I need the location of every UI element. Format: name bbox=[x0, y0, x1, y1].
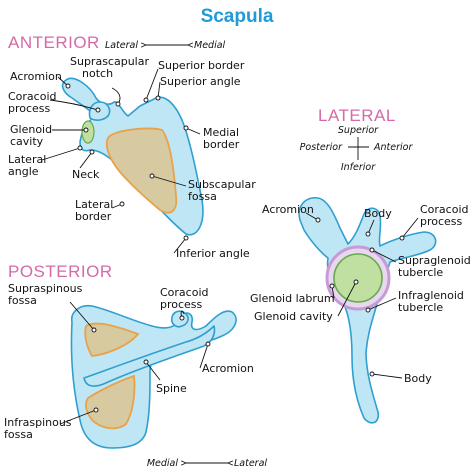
posterior-label-acromion: Acromion bbox=[202, 362, 254, 375]
anterior-label-superior-angle: Superior angle bbox=[160, 75, 241, 88]
anterior-label-glenoid-cavity: Glenoid cavity bbox=[10, 123, 56, 148]
lateral-orientation-posterior: Posterior bbox=[300, 142, 343, 153]
posterior-orientation-medial: Medial bbox=[147, 458, 179, 469]
lateral-leaders bbox=[305, 212, 419, 379]
anterior-orientation-lateral: Lateral bbox=[105, 40, 138, 51]
anterior-label-lateral-angle: Lateral angle bbox=[8, 153, 50, 178]
lateral-label-coracoid-process: Coracoid process bbox=[420, 203, 472, 228]
anterior-label-superior-border: Superior border bbox=[158, 59, 245, 72]
posterior-spine bbox=[83, 325, 216, 387]
anterior-label-inferior-angle: Inferior angle bbox=[176, 247, 250, 260]
posterior-label-infraspinous-fossa: Infraspinous fossa bbox=[4, 416, 75, 441]
lateral-glenoid-cavity bbox=[333, 253, 383, 303]
posterior-heading: POSTERIOR bbox=[8, 262, 113, 281]
lateral-label-body-bottom: Body bbox=[404, 372, 432, 385]
lateral-label-supraglenoid-tubercle: Supraglenoid tubercle bbox=[398, 254, 474, 279]
lateral-orientation-inferior: Inferior bbox=[341, 162, 376, 173]
lateral-label-acromion: Acromion bbox=[262, 203, 314, 216]
anterior-orientation-medial: Medial bbox=[194, 40, 226, 51]
lateral-label-glenoid-cavity: Glenoid cavity bbox=[254, 310, 333, 323]
lateral-label-infraglenoid-tubercle: Infraglenoid tubercle bbox=[398, 289, 467, 314]
anterior-label-subscapular-fossa: Subscapular fossa bbox=[188, 178, 259, 203]
anterior-label-acromion: Acromion bbox=[10, 70, 62, 83]
anterior-label-medial-border: Medial border bbox=[203, 126, 243, 151]
anterior-heading: ANTERIOR bbox=[8, 33, 100, 52]
anterior-leaders bbox=[41, 68, 201, 254]
anterior-subscapular-fossa bbox=[105, 127, 178, 214]
lateral-heading: LATERAL bbox=[318, 106, 396, 125]
posterior-leaders bbox=[59, 301, 211, 425]
lateral-label-body-top: Body bbox=[364, 207, 392, 220]
posterior-supraspinous-fossa bbox=[84, 322, 140, 357]
anterior-view: ANTERIOR Lateral Medial Acromion Suprasc… bbox=[8, 33, 259, 260]
lateral-label-glenoid-labrum: Glenoid labrum bbox=[250, 292, 335, 305]
posterior-label-spine: Spine bbox=[156, 382, 187, 395]
posterior-label-supraspinous-fossa: Supraspinous fossa bbox=[8, 282, 86, 307]
anterior-label-suprascapular-notch: Suprascapular notch bbox=[70, 55, 153, 80]
anterior-glenoid-cavity bbox=[81, 120, 95, 144]
lateral-orientation-superior: Superior bbox=[338, 125, 379, 136]
page-title: Scapula bbox=[201, 6, 274, 27]
anterior-label-lateral-border: Lateral border bbox=[75, 198, 117, 223]
posterior-orientation-lateral: Lateral bbox=[234, 458, 267, 469]
lateral-view: LATERAL Superior Posterior Anterior Infe… bbox=[250, 106, 474, 424]
posterior-label-coracoid-process: Coracoid process bbox=[160, 286, 212, 311]
posterior-view: POSTERIOR Coracoid process Supraspinous … bbox=[4, 262, 267, 469]
lateral-orientation-anterior: Anterior bbox=[373, 142, 413, 153]
anterior-label-neck: Neck bbox=[72, 168, 100, 181]
anterior-label-coracoid-process: Coracoid process bbox=[8, 90, 60, 115]
